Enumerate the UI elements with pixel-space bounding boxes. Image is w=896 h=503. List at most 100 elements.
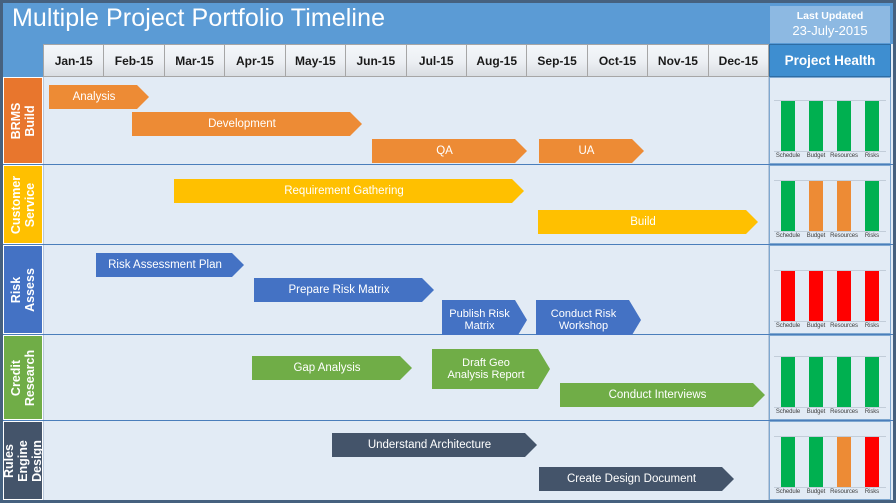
health-status-bar xyxy=(865,181,879,231)
gantt-task-bar[interactable]: Build xyxy=(538,210,758,234)
health-status-bar xyxy=(865,437,879,487)
gantt-task-bar[interactable]: UA xyxy=(539,139,644,163)
health-metric-label: Resources xyxy=(830,489,858,495)
gantt-task-bar[interactable]: Development xyxy=(132,112,362,136)
gantt-task-bar[interactable]: Analysis xyxy=(49,85,149,109)
health-metric-label: Risks xyxy=(864,233,880,239)
project-row-label[interactable]: BRMS Build xyxy=(3,77,43,164)
project-row-label[interactable]: Rules Engine Design xyxy=(2,421,44,500)
last-updated-date: 23-July-2015 xyxy=(792,22,868,38)
health-plot-area xyxy=(774,180,886,232)
health-plot-area xyxy=(774,270,886,322)
health-plot-area xyxy=(774,356,886,408)
health-status-bar xyxy=(809,271,823,321)
page-title: Multiple Project Portfolio Timeline xyxy=(12,4,386,32)
health-plot-area xyxy=(774,436,886,488)
gantt-task-bar[interactable]: Publish Risk Matrix xyxy=(442,300,527,340)
health-status-bar xyxy=(809,357,823,407)
month-header-cell[interactable]: Dec-15 xyxy=(708,44,770,77)
project-row-label-text: Customer Service xyxy=(9,175,37,234)
health-status-bar xyxy=(837,181,851,231)
month-header-cell[interactable]: Nov-15 xyxy=(648,44,709,77)
gantt-task-bar[interactable]: Prepare Risk Matrix xyxy=(254,278,434,302)
health-metric-label: Schedule xyxy=(775,153,801,159)
health-status-bar xyxy=(809,101,823,151)
health-metric-label: Schedule xyxy=(775,489,801,495)
last-updated-box: Last Updated 23-July-2015 xyxy=(769,5,891,44)
health-metric-label: Resources xyxy=(830,153,858,159)
month-header-cell[interactable]: Jul-15 xyxy=(406,44,467,77)
month-header-cell[interactable]: Mar-15 xyxy=(164,44,226,77)
health-status-bar xyxy=(837,101,851,151)
project-row-label-text: Rules Engine Design xyxy=(2,439,44,482)
health-status-bar xyxy=(781,357,795,407)
gantt-task-bar[interactable]: Draft Geo Analysis Report xyxy=(432,349,550,389)
health-metric-label: Risks xyxy=(864,153,880,159)
health-metric-labels: Schedule Budget Resources Risks xyxy=(774,323,886,329)
health-status-bar xyxy=(865,357,879,407)
month-header-cell[interactable]: May-15 xyxy=(285,44,347,77)
health-status-bar xyxy=(781,181,795,231)
health-status-bar xyxy=(809,181,823,231)
health-status-bar xyxy=(865,101,879,151)
gantt-task-bar[interactable]: Requirement Gathering xyxy=(174,179,524,203)
health-metric-label: Budget xyxy=(806,409,826,415)
health-metric-label: Risks xyxy=(864,323,880,329)
gantt-task-bar[interactable]: Gap Analysis xyxy=(252,356,412,380)
health-metric-label: Budget xyxy=(806,233,826,239)
month-header-cell[interactable]: Oct-15 xyxy=(587,44,649,77)
health-plot-area xyxy=(774,100,886,152)
health-metric-label: Resources xyxy=(830,233,858,239)
gantt-task-bar[interactable]: Risk Assessment Plan xyxy=(96,253,244,277)
gantt-task-bar[interactable]: Conduct Risk Workshop xyxy=(536,300,641,340)
health-status-bar xyxy=(781,271,795,321)
gantt-task-bar[interactable]: QA xyxy=(372,139,527,163)
month-header-cell[interactable]: Apr-15 xyxy=(225,44,286,77)
title-bar: Multiple Project Portfolio Timeline xyxy=(3,3,893,44)
gantt-task-bar[interactable]: Create Design Document xyxy=(539,467,734,491)
project-health-header: Project Health xyxy=(769,44,891,77)
health-status-bar xyxy=(865,271,879,321)
health-metric-label: Resources xyxy=(830,323,858,329)
project-row-label-text: BRMS Build xyxy=(9,102,37,139)
health-status-bar xyxy=(781,437,795,487)
gantt-task-bar[interactable]: Conduct Interviews xyxy=(560,383,765,407)
health-metric-label: Budget xyxy=(806,153,826,159)
health-metric-label: Budget xyxy=(806,323,826,329)
project-row-label-text: Credit Research xyxy=(9,349,38,406)
project-row-label[interactable]: Risk Assess xyxy=(3,245,43,334)
month-header-cell[interactable]: Sep-15 xyxy=(527,44,588,77)
health-metric-label: Schedule xyxy=(775,323,801,329)
health-metric-label: Resources xyxy=(830,409,858,415)
health-status-bar xyxy=(781,101,795,151)
health-metric-label: Budget xyxy=(806,489,826,495)
month-header-cell[interactable]: Feb-15 xyxy=(104,44,165,77)
health-metric-label: Risks xyxy=(864,409,880,415)
header-corner-cell xyxy=(3,44,43,77)
project-row-label[interactable]: Credit Research xyxy=(3,335,43,420)
project-health-chart: Schedule Budget Resources Risks xyxy=(769,245,891,334)
health-status-bar xyxy=(837,437,851,487)
project-row-label[interactable]: Customer Service xyxy=(3,165,43,244)
month-header-cell[interactable]: Jan-15 xyxy=(43,44,105,77)
month-header-cell[interactable]: Jun-15 xyxy=(346,44,407,77)
gantt-task-bar[interactable]: Understand Architecture xyxy=(332,433,537,457)
month-header-cell[interactable]: Aug-15 xyxy=(466,44,528,77)
project-health-chart: Schedule Budget Resources Risks xyxy=(769,77,891,164)
health-status-bar xyxy=(809,437,823,487)
project-row-label-text: Risk Assess xyxy=(9,267,37,312)
